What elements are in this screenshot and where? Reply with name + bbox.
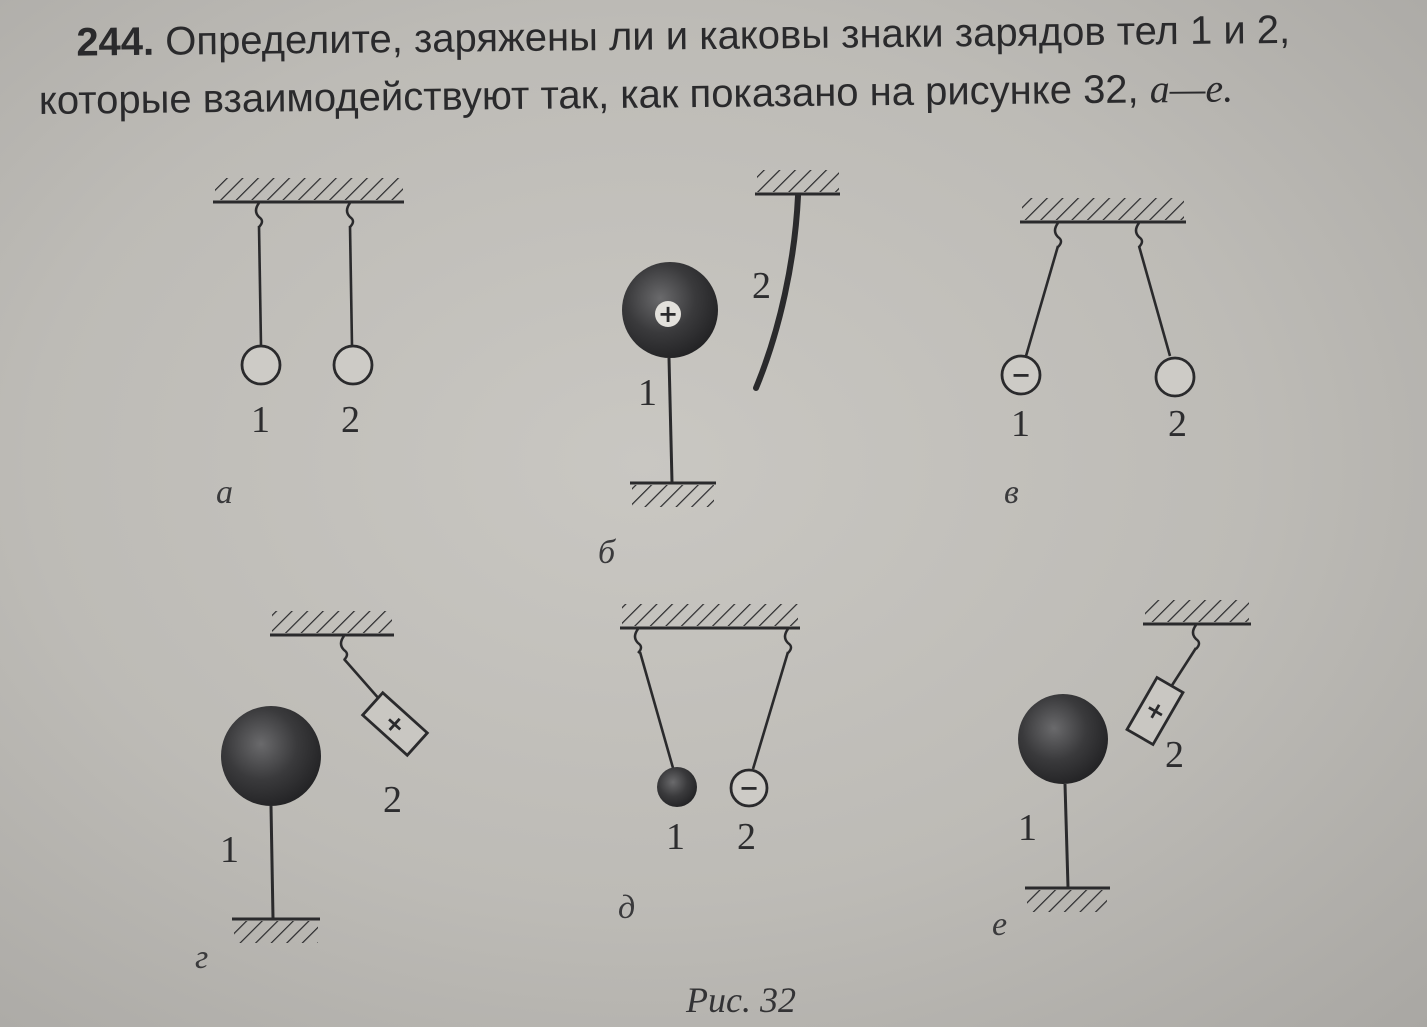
panel-d-sublabel: д: [618, 889, 635, 926]
panel-e-label-1: 1: [1018, 807, 1037, 849]
panel-g: + 2 1 г: [195, 611, 430, 976]
panel-e-sublabel: е: [992, 906, 1007, 943]
panel-a-label-2: 2: [341, 399, 360, 441]
figure-caption: Рис. 32: [685, 980, 796, 1020]
panel-g-sublabel: г: [195, 939, 208, 976]
panel-v: − 1 2 в: [1000, 198, 1196, 511]
panel-e-label-2: 2: [1165, 734, 1184, 776]
panel-v-minus-sign: −: [1011, 361, 1031, 389]
panel-b-label-1: 1: [638, 372, 657, 414]
panel-v-label-1: 1: [1011, 403, 1030, 445]
panel-b-label-2: 2: [752, 265, 771, 307]
panel-b-sublabel: б: [598, 534, 617, 571]
panel-a-label-1: 1: [251, 399, 270, 441]
panel-e: + 2 1 е: [992, 600, 1251, 943]
panel-d: − 1 2 д: [618, 604, 800, 926]
panel-a-sublabel: а: [216, 474, 233, 511]
panel-g-label-1: 1: [220, 829, 239, 871]
panel-d-label-2: 2: [737, 816, 756, 858]
panel-b-plus-sign: +: [658, 300, 678, 328]
panel-a: 1 2 а: [213, 178, 404, 511]
panel-v-sublabel: в: [1004, 474, 1019, 511]
panel-d-label-1: 1: [666, 816, 685, 858]
panel-g-label-2: 2: [383, 779, 402, 821]
panel-v-label-2: 2: [1168, 403, 1187, 445]
panel-d-minus-sign: −: [739, 774, 759, 802]
panel-b: 2 + 1 б: [598, 170, 840, 571]
